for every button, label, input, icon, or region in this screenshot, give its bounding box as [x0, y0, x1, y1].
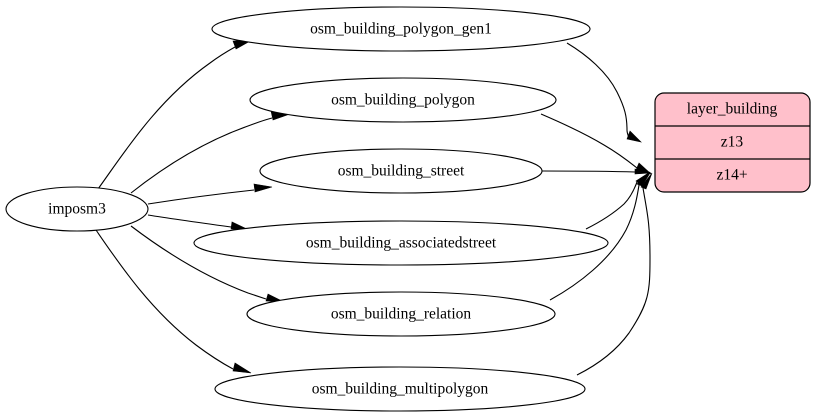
- edge-osm_building_street-to-layer_building-z14plus: [541, 168, 652, 175]
- edge-osm_building_polygon_gen1-to-layer_building-z13: [566, 42, 642, 143]
- node-osm_building_polygon[interactable]: osm_building_polygon: [249, 77, 557, 123]
- node-osm_building_polygon_gen1[interactable]: osm_building_polygon_gen1: [211, 6, 591, 52]
- node-osm_building_multipolygon[interactable]: osm_building_multipolygon: [214, 366, 586, 412]
- edge-osm_building_associatedstreet-to-layer_building-z14plus: [585, 171, 651, 230]
- node-osm_building_associatedstreet-shape[interactable]: [193, 220, 609, 266]
- edge-group-tables-to-layer: [540, 42, 653, 376]
- node-osm_building_street-shape[interactable]: [259, 148, 543, 194]
- node-osm_building_multipolygon-shape[interactable]: [214, 366, 586, 412]
- edge-imposm3-to-osm_building_associatedstreet: [147, 214, 250, 231]
- node-imposm3-shape[interactable]: [5, 186, 149, 232]
- node-imposm3[interactable]: imposm3: [5, 186, 149, 232]
- edge-imposm3-to-osm_building_street: [147, 183, 273, 205]
- node-layer_building-shape[interactable]: [654, 92, 811, 193]
- node-layer_building[interactable]: layer_building z13 z14+: [654, 92, 811, 193]
- edge-osm_building_relation-to-layer_building-z14plus: [549, 172, 651, 301]
- node-osm_building_polygon-shape[interactable]: [249, 77, 557, 123]
- node-osm_building_relation[interactable]: osm_building_relation: [246, 291, 556, 337]
- node-osm_building_polygon_gen1-shape[interactable]: [211, 6, 591, 52]
- edge-imposm3-to-osm_building_multipolygon: [95, 229, 252, 374]
- edge-osm_building_multipolygon-to-layer_building-z14plus: [576, 172, 653, 376]
- node-osm_building_relation-shape[interactable]: [246, 291, 556, 337]
- edge-imposm3-to-osm_building_polygon: [130, 110, 291, 194]
- node-osm_building_street[interactable]: osm_building_street: [259, 148, 543, 194]
- node-osm_building_associatedstreet[interactable]: osm_building_associatedstreet: [193, 220, 609, 266]
- edge-osm_building_polygon-to-layer_building-z14plus: [540, 113, 652, 175]
- edge-imposm3-to-osm_building_polygon_gen1: [97, 39, 253, 190]
